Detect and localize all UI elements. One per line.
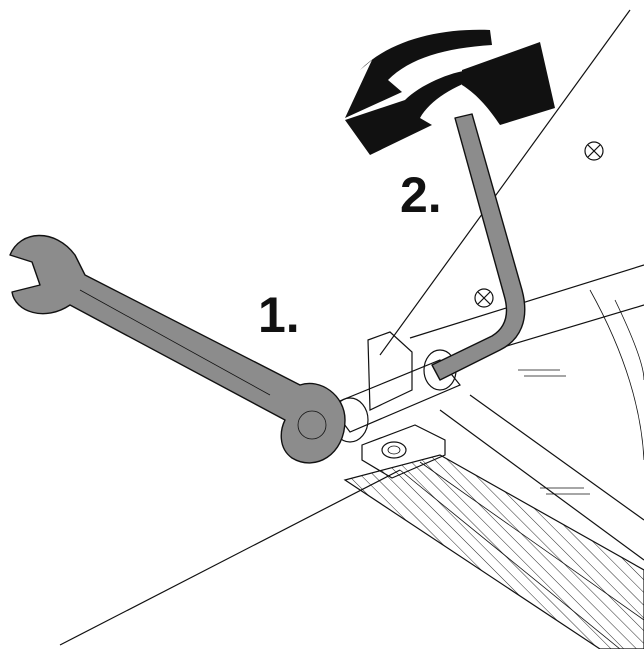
level-marks (518, 369, 590, 495)
wrench-tool (9, 234, 346, 464)
step-2-label: 2. (400, 167, 442, 223)
hatched-plate (343, 454, 644, 649)
mounting-bracket (361, 331, 446, 479)
hex-key-tool (431, 113, 526, 381)
step-1-label: 1. (258, 287, 300, 343)
curved-double-arrow-icon (345, 29, 555, 155)
screw-head-icon (584, 141, 604, 161)
screw-head-icon (474, 288, 494, 308)
